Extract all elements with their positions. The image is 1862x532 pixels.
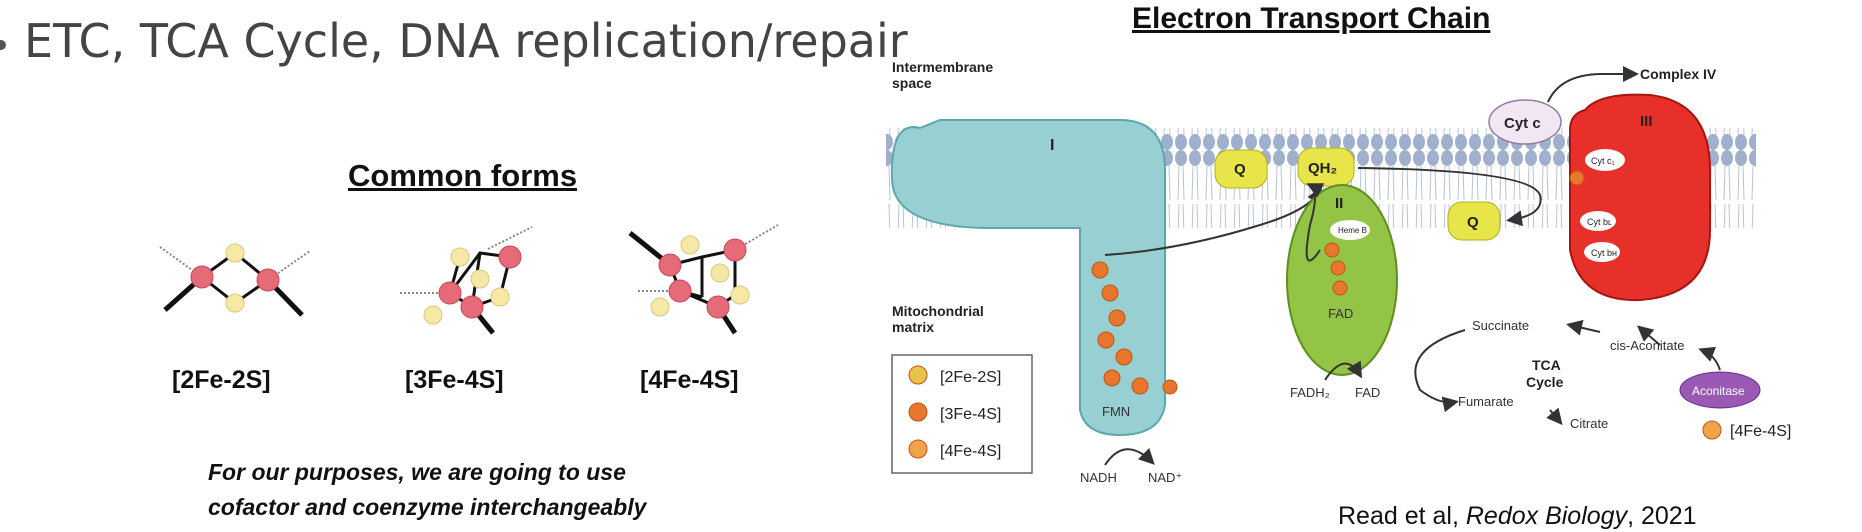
complex-II-to-quinone-arrow	[1305, 183, 1325, 262]
complex-I	[890, 119, 1166, 437]
citation-journal: Redox Biology	[1465, 502, 1628, 530]
cyt-bH-label: Cyt bʜ	[1591, 248, 1617, 258]
cluster-2fe2s-structure	[159, 243, 311, 317]
tca-arrow-4	[1636, 325, 1661, 346]
heme-b	[1330, 220, 1370, 240]
cluster-3fe4s-structure	[400, 226, 533, 335]
fadh2-label: FADH₂	[1290, 385, 1330, 400]
legend-3fe4s: [3Fe-4S]	[940, 406, 1001, 423]
citation: Read et al, Redox Biology, 2021	[1338, 502, 1697, 531]
legend-4fe4s: [4Fe-4S]	[940, 443, 1001, 460]
etc-diagram: Intermembrane space Mitochondrial matrix…	[886, 59, 1791, 485]
quinone-left	[1214, 149, 1268, 189]
cyt-bH	[1584, 242, 1620, 262]
complex-II	[1286, 184, 1398, 376]
bullet-text: ETC, TCA Cycle, DNA replication/repair	[24, 14, 908, 68]
common-forms-title: Common forms	[348, 158, 578, 193]
tca-arrow-3	[1414, 329, 1466, 413]
cytochrome-c	[1488, 99, 1562, 145]
tca-citrate: Citrate	[1570, 416, 1608, 431]
aconitase-arrow	[1698, 346, 1721, 371]
tca-arrow-2	[1546, 407, 1563, 426]
aconitase-label: Aconitase	[1692, 384, 1745, 398]
complex-IV-label: Complex IV	[1640, 66, 1717, 82]
cyt-c-label: Cyt c	[1504, 115, 1541, 132]
label-4fe4s: [4Fe-4S]	[640, 366, 739, 394]
fad-arrow	[1324, 360, 1363, 381]
nadh-label: NADH	[1080, 470, 1117, 485]
cyt-c1-label: Cyt c₁	[1591, 156, 1615, 166]
quinone-right-label: Q	[1467, 214, 1479, 231]
bullet-dot	[0, 39, 6, 50]
quinone-left-label: Q	[1234, 161, 1246, 178]
quinol-label: QH₂	[1308, 160, 1337, 177]
complex-I-label: I	[1050, 137, 1054, 154]
cluster-structures	[159, 224, 779, 335]
heme-b-label: Heme B	[1338, 226, 1367, 235]
tca-cis-aconitate: cis-Aconitate	[1610, 338, 1684, 353]
intermembrane-label-1: Intermembrane	[892, 59, 993, 75]
complex-I-clusters	[1091, 261, 1178, 395]
tca-arrow-1	[1566, 319, 1601, 336]
quinol-to-III-arrow	[1357, 167, 1542, 227]
legend-2fe2s: [2Fe-2S]	[940, 369, 1001, 386]
electron-path-I	[1104, 186, 1322, 256]
fad-label-ii: FAD	[1328, 306, 1353, 321]
label-2fe2s: [2Fe-2S]	[172, 366, 271, 394]
intermembrane-label-2: space	[892, 75, 932, 91]
cyt-bL	[1580, 211, 1616, 231]
matrix-label-1: Mitochondrial	[892, 303, 984, 319]
tca-succinate: Succinate	[1472, 318, 1529, 333]
tca-label-1: TCA	[1532, 357, 1561, 373]
quinol	[1297, 147, 1355, 187]
label-3fe4s: [3Fe-4S]	[405, 366, 504, 394]
etc-title: Electron Transport Chain	[1132, 2, 1491, 35]
bullet-point: ETC, TCA Cycle, DNA replication/repair	[0, 14, 908, 68]
note-line-2: cofactor and coenzyme interchangeably	[208, 494, 647, 520]
fad-label: FAD	[1355, 385, 1380, 400]
interchangeable-note: For our purposes, we are going to use co…	[208, 455, 646, 525]
note-line-1: For our purposes, we are going to use	[208, 459, 626, 485]
cyt-c1	[1585, 149, 1625, 171]
complex-III-label: III	[1640, 113, 1653, 130]
aconitase	[1679, 371, 1761, 409]
complex-IV-arrow	[1547, 66, 1639, 103]
cluster-4fe4s-structure	[628, 224, 779, 335]
fmn-label: FMN	[1102, 404, 1130, 419]
nadh-arrow	[1104, 447, 1155, 466]
tca-label-2: Cycle	[1526, 374, 1564, 390]
citation-year: , 2021	[1627, 502, 1697, 530]
aconitase-cluster	[1702, 420, 1722, 440]
complex-II-label: II	[1335, 195, 1343, 212]
nad-label: NAD⁺	[1148, 470, 1182, 485]
tca-fumarate: Fumarate	[1458, 394, 1514, 409]
cyt-bL-label: Cyt bʟ	[1587, 217, 1612, 227]
rieske-cluster	[1569, 170, 1585, 186]
aconitase-cluster-label: [4Fe-4S]	[1730, 423, 1791, 440]
matrix-label-2: matrix	[892, 319, 934, 335]
citation-authors: Read et al,	[1338, 502, 1466, 530]
quinone-right	[1447, 201, 1501, 241]
